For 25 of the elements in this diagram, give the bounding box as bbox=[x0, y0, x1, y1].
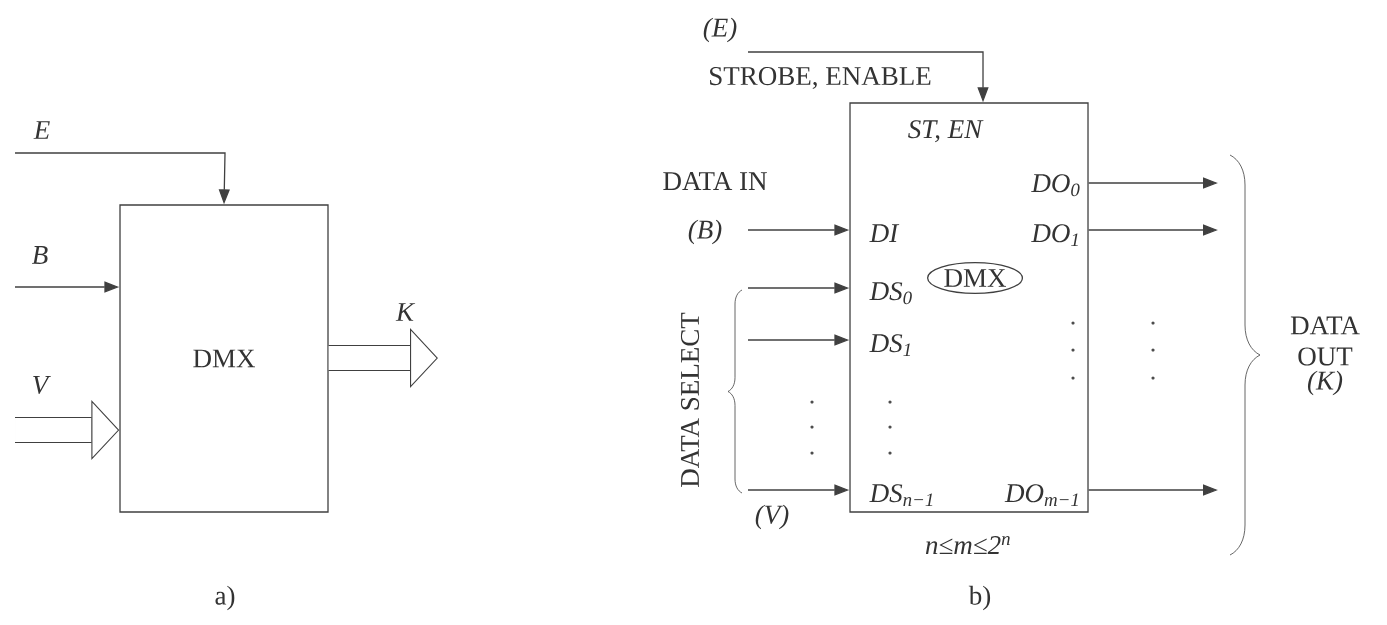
signal-label: (B) bbox=[686, 218, 724, 246]
signal-name: DATA IN bbox=[663, 172, 767, 190]
pin-label: DS$_{0}$ bbox=[869, 282, 912, 305]
pin-label: ST, EN bbox=[908, 120, 984, 143]
signal-label: E bbox=[32, 120, 52, 140]
signal-name: DATA SELECT bbox=[680, 312, 700, 487]
signal-label: K bbox=[395, 302, 416, 322]
pin-label: DO$_{1}$ bbox=[1031, 224, 1078, 246]
oval-label: DMX bbox=[927, 262, 1024, 294]
block-box: DMX bbox=[119, 204, 329, 513]
pin-label: DI bbox=[869, 224, 900, 243]
signal-label: V bbox=[30, 374, 51, 396]
signal-label: (V) bbox=[755, 504, 789, 530]
panel-label: a) bbox=[215, 585, 235, 611]
condition-text: n≤m≤2$^{n}$ bbox=[925, 536, 1010, 554]
signal-label: (K) bbox=[1307, 370, 1343, 396]
signal-name: DATA OUT bbox=[1290, 316, 1360, 366]
pin-label: DO$_{0}$ bbox=[1031, 174, 1080, 197]
pin-label: DS$_{1}$ bbox=[869, 334, 911, 356]
pin-label: DO$_{m−1}$ bbox=[1004, 484, 1078, 506]
signal-label: (E) bbox=[701, 16, 739, 44]
signal-name: STROBE, ENABLE bbox=[710, 67, 931, 89]
pin-label: DS$_{n−1}$ bbox=[869, 484, 933, 506]
signal-label: B bbox=[30, 245, 50, 265]
panel-label: b) bbox=[968, 585, 991, 611]
